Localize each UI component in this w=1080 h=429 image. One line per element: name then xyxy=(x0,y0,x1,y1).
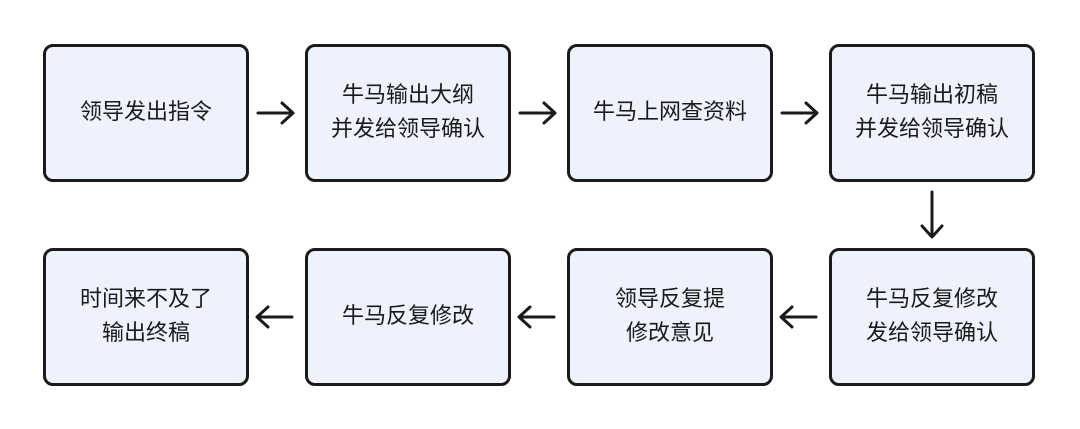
step-8-line-2: 输出终稿 xyxy=(101,321,190,346)
step-4-line-2: 并发给领导确认 xyxy=(854,117,1009,142)
arrow-step-6-to-7 xyxy=(517,305,556,329)
arrow-step-1-to-2 xyxy=(256,101,295,125)
arrow-step-5-to-6 xyxy=(779,305,818,329)
step-4-line-1: 牛马输出初稿 xyxy=(865,83,998,108)
arrow-step-2-to-3 xyxy=(518,101,557,125)
step-7-box: 牛马反复修改 xyxy=(305,248,511,386)
step-3-box: 牛马上网查资料 xyxy=(567,44,773,182)
step-1-line-1: 领导发出指令 xyxy=(79,100,212,125)
step-2-box: 牛马输出大纲 并发给领导确认 xyxy=(305,44,511,182)
step-1-box: 领导发出指令 xyxy=(43,44,249,182)
step-5-line-2: 发给领导确认 xyxy=(865,321,998,346)
step-6-line-2: 修改意见 xyxy=(625,321,714,346)
step-3-line-1: 牛马上网查资料 xyxy=(592,100,747,125)
step-2-line-2: 并发给领导确认 xyxy=(330,117,485,142)
step-7-line-1: 牛马反复修改 xyxy=(341,304,474,329)
step-4-box: 牛马输出初稿 并发给领导确认 xyxy=(829,44,1035,182)
arrow-step-7-to-8 xyxy=(255,305,294,329)
step-5-box: 牛马反复修改 发给领导确认 xyxy=(829,248,1035,386)
arrow-step-3-to-4 xyxy=(780,101,819,125)
step-8-box: 时间来不及了 输出终稿 xyxy=(43,248,249,386)
step-6-box: 领导反复提 修改意见 xyxy=(567,248,773,386)
step-2-line-1: 牛马输出大纲 xyxy=(341,83,474,108)
arrow-step-4-to-5 xyxy=(920,190,944,239)
step-8-line-1: 时间来不及了 xyxy=(79,287,212,312)
step-5-line-1: 牛马反复修改 xyxy=(865,287,998,312)
step-6-line-1: 领导反复提 xyxy=(614,287,725,312)
